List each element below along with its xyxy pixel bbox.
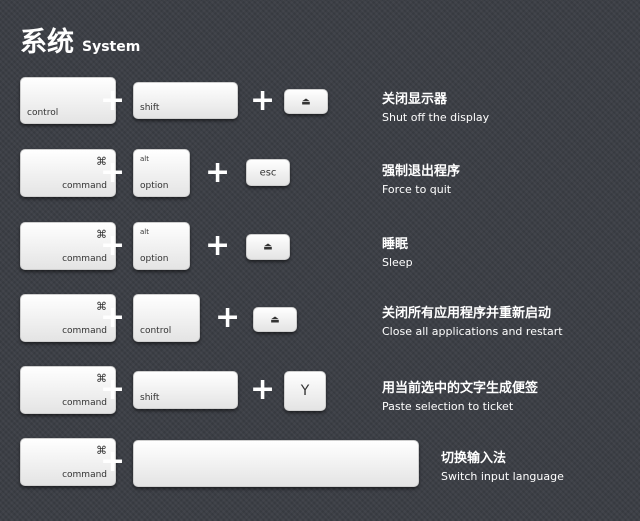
command-icon: ⌘ xyxy=(96,228,107,241)
command-key-label: command xyxy=(62,181,107,191)
option-key-alt-label: alt xyxy=(140,228,149,236)
y-key: Y xyxy=(284,371,326,411)
plus-sign: + xyxy=(100,372,126,407)
shift-key: shift xyxy=(133,371,238,409)
plus-sign: + xyxy=(250,372,276,407)
y-key-label: Y xyxy=(300,383,310,399)
eject-key: ⏏ xyxy=(253,307,297,332)
command-key-label: command xyxy=(62,398,107,408)
eject-icon: ⏏ xyxy=(263,241,273,253)
plus-sign: + xyxy=(205,155,231,190)
plus-sign: + xyxy=(215,300,241,335)
control-key-label: control xyxy=(27,108,59,118)
shortcut-description: 关闭显示器 Shut off the display xyxy=(382,88,489,124)
command-icon: ⌘ xyxy=(96,155,107,168)
shortcut-description: 关闭所有应用程序并重新启动 Close all applications and… xyxy=(382,302,563,338)
command-key-label: command xyxy=(62,326,107,336)
option-key-alt-label: alt xyxy=(140,155,149,163)
command-icon: ⌘ xyxy=(96,444,107,457)
plus-sign: + xyxy=(100,228,126,263)
shift-key-label: shift xyxy=(140,393,160,403)
description-zh: 关闭显示器 xyxy=(382,92,448,107)
description-zh: 关闭所有应用程序并重新启动 xyxy=(382,306,552,321)
control-key: control xyxy=(133,294,200,342)
control-key-label: control xyxy=(140,326,172,336)
plus-sign: + xyxy=(100,155,126,190)
description-zh: 强制退出程序 xyxy=(382,164,461,179)
section-title-zh: 系统 xyxy=(20,27,74,58)
description-zh: 睡眠 xyxy=(382,237,409,252)
shortcut-description: 强制退出程序 Force to quit xyxy=(382,160,460,196)
description-zh: 用当前选中的文字生成便签 xyxy=(382,381,539,396)
plus-sign: + xyxy=(205,228,231,263)
esc-key-label: esc xyxy=(259,167,277,178)
eject-key: ⏏ xyxy=(284,89,328,114)
command-icon: ⌘ xyxy=(96,300,107,313)
option-key: alt option xyxy=(133,149,190,197)
plus-sign: + xyxy=(100,444,126,479)
eject-key: ⏏ xyxy=(246,234,290,260)
description-zh: 切换输入法 xyxy=(441,451,507,466)
command-key: ⌘ command xyxy=(20,149,116,197)
command-key: ⌘ command xyxy=(20,438,116,486)
space-key xyxy=(133,440,419,487)
option-key: alt option xyxy=(133,222,190,270)
plus-sign: + xyxy=(100,83,126,118)
command-key: ⌘ command xyxy=(20,366,116,414)
command-icon: ⌘ xyxy=(96,372,107,385)
description-en: Shut off the display xyxy=(382,111,490,124)
description-en: Close all applications and restart xyxy=(382,325,563,338)
plus-sign: + xyxy=(250,83,276,118)
option-key-label: option xyxy=(140,254,169,264)
control-key: control xyxy=(20,77,116,124)
description-en: Force to quit xyxy=(382,183,452,196)
description-en: Sleep xyxy=(382,256,413,269)
option-key-label: option xyxy=(140,181,169,191)
shortcut-description: 用当前选中的文字生成便签 Paste selection to ticket xyxy=(382,377,538,413)
command-key-label: command xyxy=(62,470,107,480)
esc-key: esc xyxy=(246,159,290,186)
eject-icon: ⏏ xyxy=(270,314,280,325)
section-header: 系统 System xyxy=(20,20,140,59)
description-en: Paste selection to ticket xyxy=(382,400,514,413)
command-key: ⌘ command xyxy=(20,294,116,342)
description-en: Switch input language xyxy=(441,470,564,483)
shortcut-description: 睡眠 Sleep xyxy=(382,233,413,269)
eject-icon: ⏏ xyxy=(301,96,311,107)
shift-key-label: shift xyxy=(140,103,160,113)
command-key: ⌘ command xyxy=(20,222,116,270)
plus-sign: + xyxy=(100,300,126,335)
command-key-label: command xyxy=(62,254,107,264)
section-title-en: System xyxy=(82,39,141,55)
shift-key: shift xyxy=(133,82,238,119)
shortcut-description: 切换输入法 Switch input language xyxy=(441,447,564,483)
